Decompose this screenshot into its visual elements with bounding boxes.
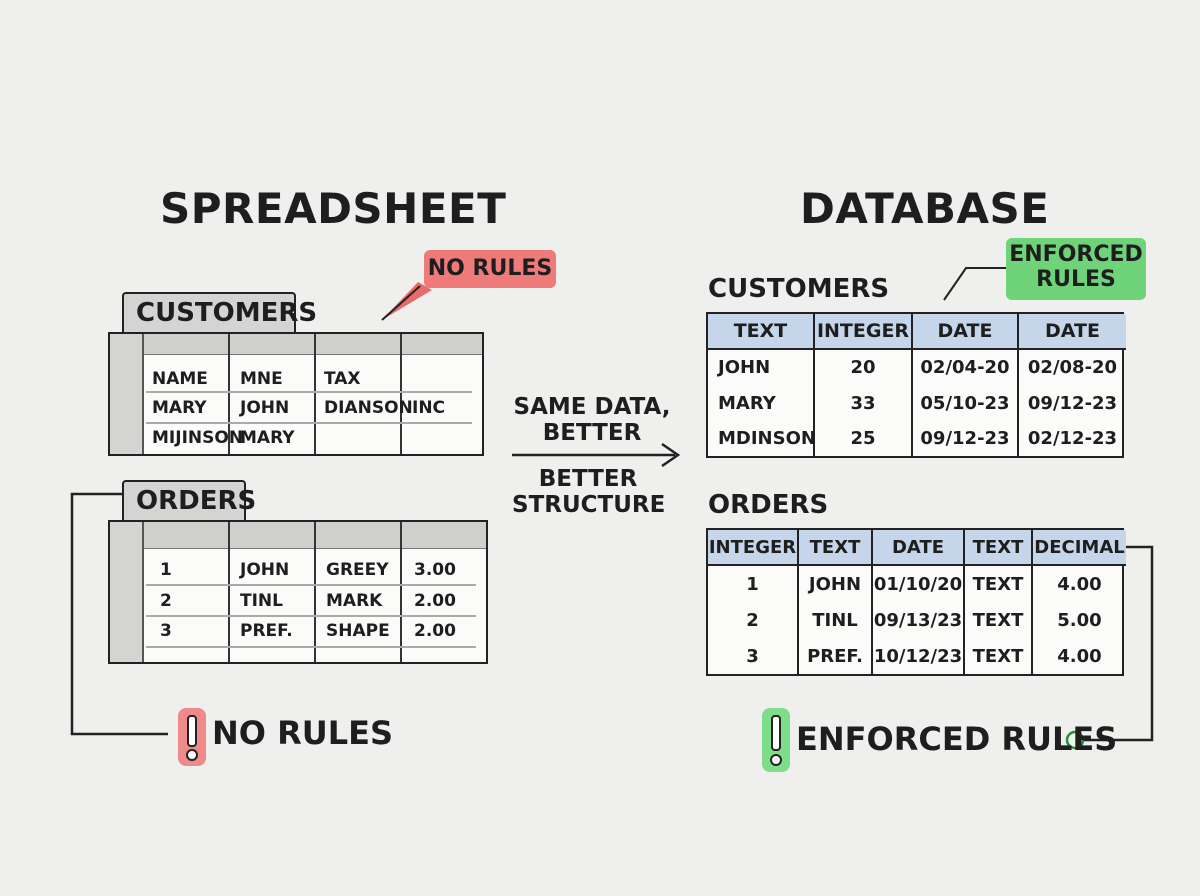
table-row: JOHN 20 02/04-20 02/08-20 (708, 349, 1126, 386)
table-row: 3 PREF. 10/12/23 TEXT 4.00 (708, 638, 1126, 674)
customers-table-title: CUSTOMERS (708, 274, 890, 304)
orders-cell: 3 (160, 621, 172, 641)
table-row: 2 TINL 09/13/23 TEXT 5.00 (708, 602, 1126, 639)
orders-cell: SHAPE (326, 621, 390, 641)
no-rules-bracket (70, 492, 168, 736)
table-cell: 20 (814, 349, 913, 386)
customers-cell: MNE (240, 369, 283, 389)
table-row: MARY 33 05/10-23 09/12-23 (708, 385, 1126, 421)
table-cell: 25 (814, 420, 913, 456)
orders-cell: TINL (240, 591, 283, 611)
column-header[interactable]: DATE (1018, 314, 1126, 350)
table-cell: 09/12-23 (1027, 392, 1118, 414)
customers-cell: MARY (240, 428, 295, 448)
orders-table-title: ORDERS (708, 490, 829, 520)
customers-cell: NAME (152, 369, 208, 389)
enforced-rules-node (1065, 730, 1085, 750)
table-cell: 05/10-23 (912, 385, 1019, 421)
customers-table: TEXT INTEGER DATE DATE JOHN 20 02/04-20 … (706, 312, 1126, 458)
table-cell: TEXT (964, 602, 1033, 639)
table-cell: 02/04-20 (912, 349, 1019, 386)
column-header[interactable]: DATE (872, 530, 965, 566)
table-cell: PREF. (798, 638, 873, 674)
table-cell: MDINSON (708, 420, 816, 456)
table-cell: 09/13/23 (872, 602, 965, 639)
middle-line-3: BETTER (538, 466, 638, 492)
database-title: DATABASE (800, 184, 1050, 233)
customers-cell: TAX (324, 369, 361, 389)
orders-cell: 2.00 (414, 621, 456, 641)
table-cell: 02/12-23 (1027, 427, 1118, 449)
orders-table: INTEGER TEXT DATE TEXT DECIMAL 1 JOHN 01… (706, 528, 1126, 676)
orders-cell: 1 (160, 560, 172, 580)
enforced-rules-label: ENFORCED RULES (796, 720, 1118, 758)
table-cell: 2 (708, 602, 799, 639)
customers-cell: JOHN (240, 398, 290, 418)
column-header[interactable]: TEXT (798, 530, 873, 566)
enforced-rules-callout: ENFORCED RULES (1006, 238, 1146, 300)
table-cell: 10/12/23 (872, 638, 965, 674)
no-rules-label: NO RULES (212, 714, 394, 752)
customers-sheet-tab[interactable]: CUSTOMERS (122, 292, 317, 336)
table-cell: 01/10/20 (872, 565, 965, 603)
table-cell: TEXT (964, 565, 1033, 603)
customers-sheet: NAME MNE TAX MARY JOHN DIANSON INC MIJIN… (108, 332, 484, 456)
column-header[interactable]: INTEGER (814, 314, 913, 350)
enforced-rules-callout-line (943, 267, 1006, 301)
table-row: MDINSON 25 09/12-23 02/12-23 (708, 420, 1126, 456)
column-header[interactable]: DATE (912, 314, 1019, 350)
orders-sheet: 1 JOHN GREEY 3.00 2 TINL MARK 2.00 3 PRE… (108, 520, 488, 664)
table-cell: 4.00 (1057, 645, 1102, 667)
middle-line-1: SAME DATA, (513, 394, 671, 420)
table-cell: TINL (798, 602, 873, 639)
table-cell: 02/08-20 (1027, 357, 1118, 379)
column-header[interactable]: TEXT (964, 530, 1033, 566)
table-cell: JOHN (798, 565, 873, 603)
table-cell: 33 (814, 385, 913, 421)
no-rules-callout-line (381, 285, 421, 321)
column-header[interactable]: TEXT (708, 314, 815, 350)
table-cell: 09/12-23 (912, 420, 1019, 456)
exclamation-icon (762, 708, 790, 772)
same-data-label: SAME DATA, BETTER (512, 394, 672, 447)
spreadsheet-title: SPREADSHEET (160, 184, 507, 233)
middle-line-4: STRUCTURE (512, 492, 666, 519)
better-structure-label: BETTER STRUCTURE (512, 466, 666, 519)
customers-cell: DIANSON (324, 398, 413, 418)
no-rules-callout-pointer (382, 282, 432, 320)
middle-line-2: BETTER (542, 420, 642, 447)
table-cell: 3 (708, 638, 799, 674)
table-cell: MARY (708, 385, 815, 421)
table-cell: 1 (708, 565, 799, 603)
column-header[interactable]: INTEGER (708, 530, 799, 566)
enforced-rules-callout-text: ENFORCED RULES (1009, 242, 1143, 293)
enforced-rules-bracket (1084, 545, 1154, 742)
column-header[interactable]: DECIMAL (1032, 530, 1126, 566)
transform-arrow-head (661, 442, 681, 468)
orders-cell: 2.00 (414, 591, 456, 611)
orders-cell: 3.00 (414, 560, 456, 580)
table-cell: TEXT (964, 638, 1033, 674)
customers-cell: INC (412, 398, 446, 418)
customers-cell: MARY (152, 398, 207, 418)
orders-cell: MARK (326, 591, 383, 611)
orders-cell: PREF. (240, 621, 293, 641)
orders-cell: JOHN (240, 560, 290, 580)
orders-cell: 2 (160, 591, 172, 611)
table-row: 1 JOHN 01/10/20 TEXT 4.00 (708, 565, 1126, 603)
exclamation-icon (178, 708, 206, 766)
table-cell: 5.00 (1057, 609, 1102, 631)
table-cell: JOHN (708, 349, 815, 386)
customers-cell: MIJINSON (152, 428, 244, 448)
table-cell: 4.00 (1057, 573, 1102, 595)
orders-sheet-tab[interactable]: ORDERS (122, 480, 256, 524)
orders-cell: GREEY (326, 560, 389, 580)
no-rules-callout: NO RULES (424, 250, 556, 288)
